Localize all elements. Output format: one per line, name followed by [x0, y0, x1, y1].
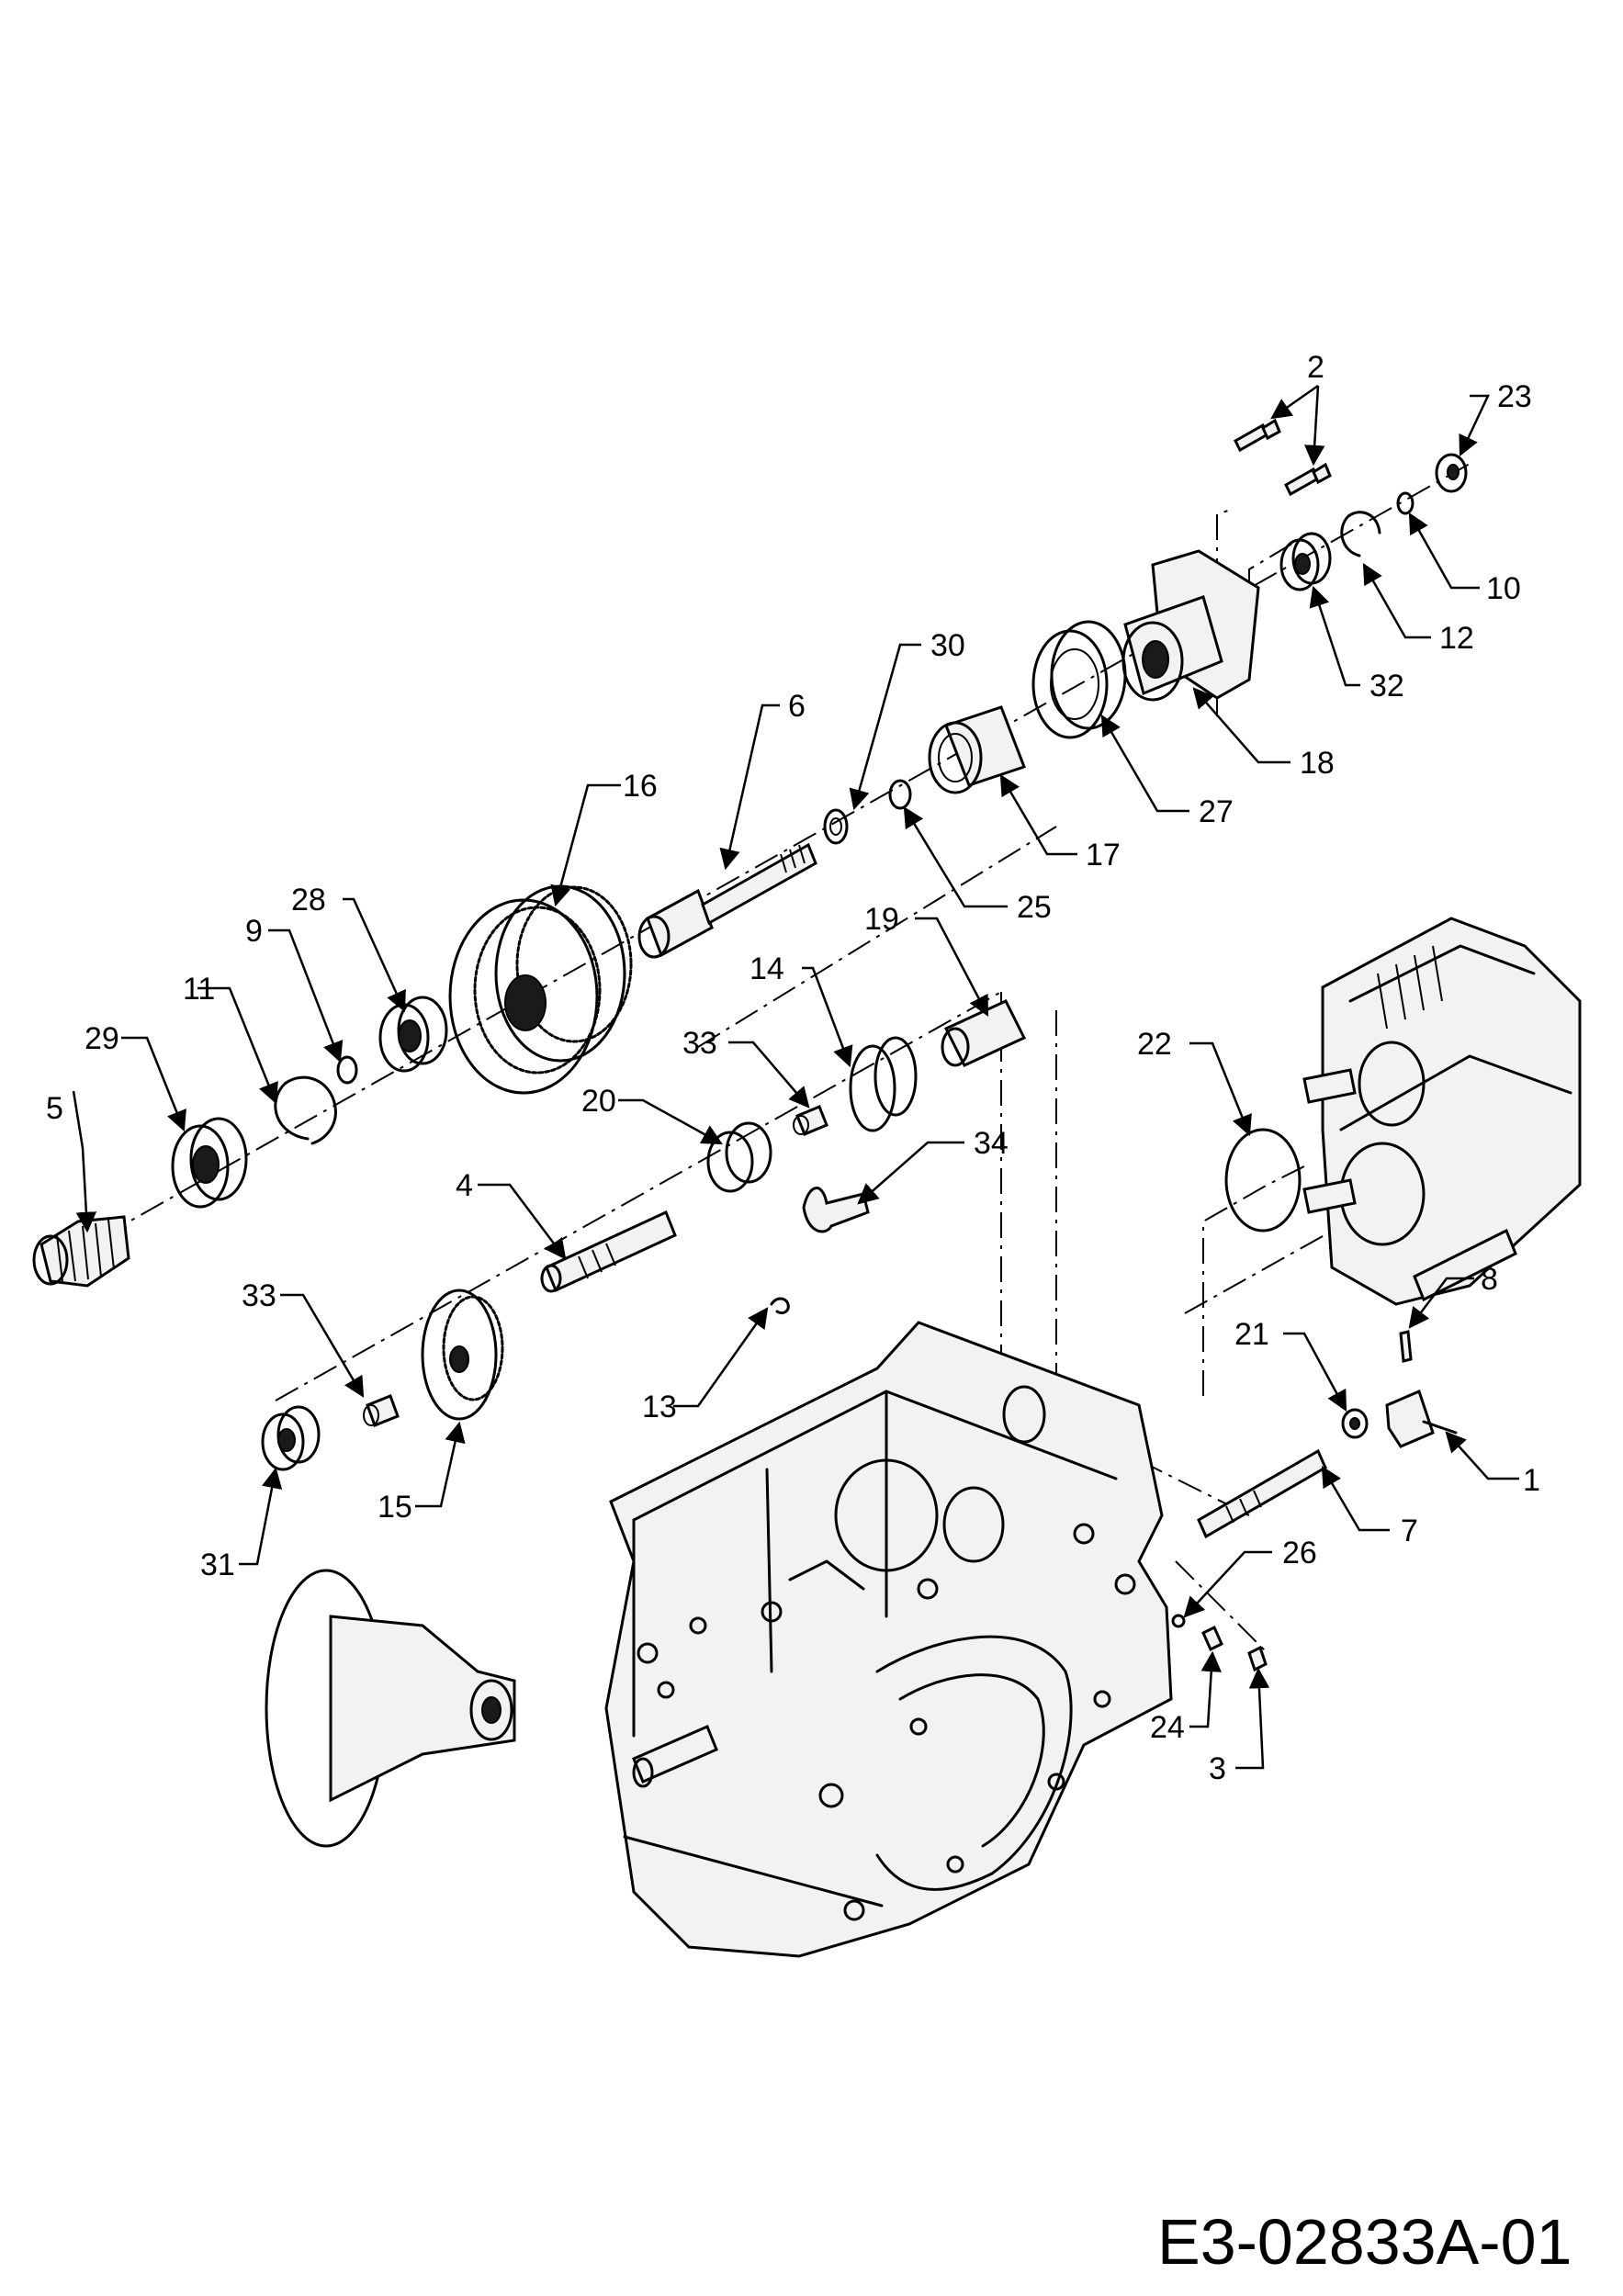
callout-20: 20	[581, 1084, 616, 1119]
callout-15: 15	[378, 1490, 412, 1525]
callout-2: 2	[1307, 350, 1324, 385]
callout-24: 24	[1150, 1710, 1185, 1745]
part-19-sleeve	[941, 999, 1027, 1067]
callout-6: 6	[788, 689, 806, 724]
callout-18: 18	[1300, 746, 1335, 781]
callout-31: 31	[200, 1548, 235, 1582]
callout-26: 26	[1282, 1536, 1317, 1570]
part-15-gear	[421, 1289, 504, 1421]
callout-3: 3	[1209, 1751, 1226, 1786]
callout-9: 9	[245, 914, 263, 949]
part-33-upper-bushing	[793, 1105, 828, 1136]
callout-32: 32	[1369, 669, 1404, 703]
part-32-bearing	[1279, 532, 1332, 591]
part-28-bearing	[378, 996, 448, 1073]
transmission-case	[604, 1321, 1173, 1958]
callout-14: 14	[750, 951, 784, 986]
part-6-shaft	[637, 842, 817, 959]
callout-5: 5	[46, 1091, 63, 1126]
part-10-ring	[1396, 491, 1414, 515]
part-30-lock-washer	[823, 808, 849, 845]
callout-33-upper: 33	[682, 1026, 717, 1061]
part-5-pinion-shaft	[32, 1215, 130, 1288]
part-11-snap-ring	[274, 1075, 337, 1145]
part-12-snap-ring	[1340, 511, 1381, 557]
callout-17: 17	[1086, 838, 1121, 872]
part-13-clip	[770, 1297, 790, 1315]
part-20-bearing	[706, 1121, 772, 1193]
callout-25: 25	[1017, 890, 1052, 925]
part-1-fitting	[1385, 1389, 1458, 1448]
callout-33-lower: 33	[242, 1278, 276, 1313]
part-7-shift-rod	[1197, 1448, 1327, 1539]
callout-8: 8	[1481, 1262, 1498, 1297]
part-33-lower-bushing	[363, 1394, 400, 1427]
hydrostatic-pump	[1302, 917, 1582, 1306]
callout-7: 7	[1401, 1514, 1418, 1548]
part-8-pin	[1399, 1330, 1413, 1363]
callout-16: 16	[623, 769, 658, 804]
callout-27: 27	[1199, 794, 1234, 829]
callout-30: 30	[930, 628, 965, 663]
part-17-needle-bearing	[928, 705, 1026, 794]
part-25-washer	[888, 779, 912, 810]
part-4-shaft	[540, 1210, 677, 1293]
callout-29: 29	[85, 1021, 119, 1056]
part-18-housing	[1121, 549, 1260, 702]
callout-12: 12	[1439, 621, 1474, 656]
part-34-shift-fork	[802, 1187, 870, 1233]
part-16-cluster-gear	[448, 884, 633, 1095]
part-3-plug	[1247, 1645, 1268, 1672]
part-24-spring	[1201, 1625, 1223, 1652]
differential-assembly	[265, 1569, 516, 1848]
callout-11: 11	[183, 972, 215, 1007]
callout-10: 10	[1486, 571, 1521, 606]
callout-34: 34	[974, 1126, 1009, 1161]
callout-22: 22	[1137, 1027, 1172, 1062]
part-31-bearing	[261, 1405, 321, 1471]
part-22-o-ring	[1224, 1128, 1302, 1232]
part-14-gear	[849, 1036, 918, 1132]
part-27-bearing	[1031, 620, 1127, 739]
callout-23: 23	[1497, 379, 1532, 414]
callout-21: 21	[1234, 1317, 1269, 1352]
part-9-ring	[336, 1055, 358, 1085]
callout-28: 28	[291, 883, 326, 917]
part-2-bolts	[1234, 418, 1332, 497]
part-21-seal	[1341, 1408, 1369, 1439]
callout-labels: 1 2 3 4 5 6 7 8 9 10 11 12 13 14 15 16 1…	[46, 350, 1540, 1786]
drawing-code: E3-02833A-01	[1157, 2206, 1572, 2278]
part-29-bearing	[171, 1117, 248, 1209]
callout-13: 13	[642, 1390, 677, 1424]
part-23-seal	[1435, 453, 1468, 493]
callout-19: 19	[864, 902, 899, 937]
callout-4: 4	[456, 1168, 473, 1203]
callout-leaders	[72, 384, 1519, 1770]
part-26-ball	[1171, 1614, 1186, 1628]
callout-1: 1	[1523, 1463, 1540, 1498]
